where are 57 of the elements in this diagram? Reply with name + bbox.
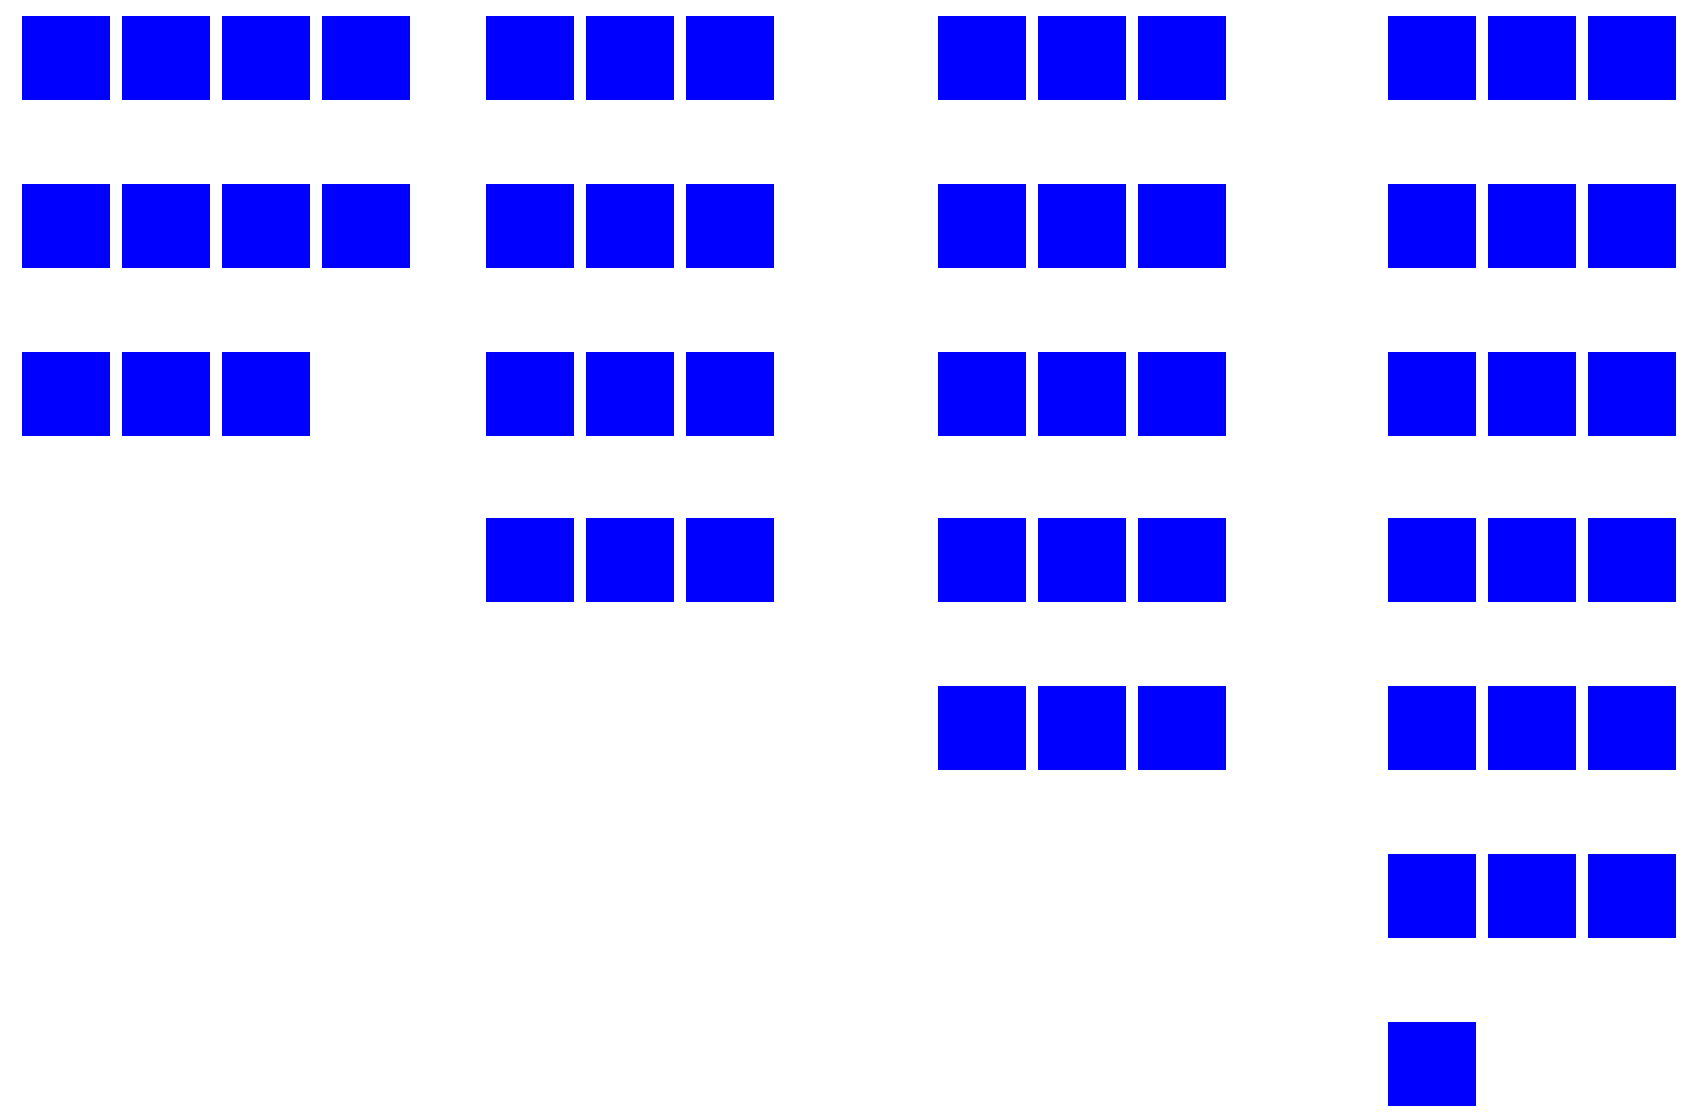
square-tile bbox=[22, 184, 110, 268]
square-tile bbox=[1388, 16, 1476, 100]
square-tile bbox=[938, 16, 1026, 100]
square-tile bbox=[486, 352, 574, 436]
square-tile bbox=[686, 352, 774, 436]
square-tile bbox=[122, 184, 210, 268]
square-tile bbox=[486, 16, 574, 100]
square-tile bbox=[222, 352, 310, 436]
square-tile bbox=[122, 16, 210, 100]
square-tile bbox=[1388, 184, 1476, 268]
square-tile bbox=[1488, 184, 1576, 268]
square-tile bbox=[1138, 686, 1226, 770]
square-tile bbox=[1488, 686, 1576, 770]
square-tile bbox=[1588, 854, 1676, 938]
square-tile bbox=[686, 184, 774, 268]
square-tile bbox=[1388, 686, 1476, 770]
square-tile bbox=[1488, 518, 1576, 602]
square-tile bbox=[1588, 16, 1676, 100]
square-tile bbox=[938, 518, 1026, 602]
square-tile bbox=[1138, 184, 1226, 268]
square-tile bbox=[686, 16, 774, 100]
square-tile bbox=[22, 16, 110, 100]
square-tile bbox=[1038, 16, 1126, 100]
square-tile bbox=[1588, 352, 1676, 436]
square-tile bbox=[1038, 686, 1126, 770]
square-tile bbox=[486, 184, 574, 268]
square-tile bbox=[1388, 352, 1476, 436]
square-tile bbox=[586, 352, 674, 436]
square-tile bbox=[122, 352, 210, 436]
square-tile bbox=[1038, 352, 1126, 436]
square-tile bbox=[1388, 854, 1476, 938]
square-tile bbox=[222, 16, 310, 100]
square-tile bbox=[1388, 518, 1476, 602]
square-tile bbox=[1138, 16, 1226, 100]
square-tile bbox=[1488, 854, 1576, 938]
square-tile bbox=[1038, 184, 1126, 268]
square-tile bbox=[586, 518, 674, 602]
square-tile bbox=[938, 184, 1026, 268]
square-tile bbox=[1588, 686, 1676, 770]
square-tile bbox=[586, 16, 674, 100]
square-tile bbox=[1038, 518, 1126, 602]
square-tile bbox=[1488, 16, 1576, 100]
square-tile bbox=[1138, 352, 1226, 436]
square-tile bbox=[322, 16, 410, 100]
square-tile bbox=[22, 352, 110, 436]
square-tile bbox=[1488, 352, 1576, 436]
square-tile bbox=[586, 184, 674, 268]
square-tile bbox=[938, 686, 1026, 770]
square-tile bbox=[322, 184, 410, 268]
square-tile bbox=[686, 518, 774, 602]
square-tile bbox=[1588, 184, 1676, 268]
square-tile bbox=[222, 184, 310, 268]
square-tile bbox=[1588, 518, 1676, 602]
square-tile bbox=[486, 518, 574, 602]
square-tile bbox=[938, 352, 1026, 436]
square-tile bbox=[1388, 1022, 1476, 1106]
square-tile bbox=[1138, 518, 1226, 602]
